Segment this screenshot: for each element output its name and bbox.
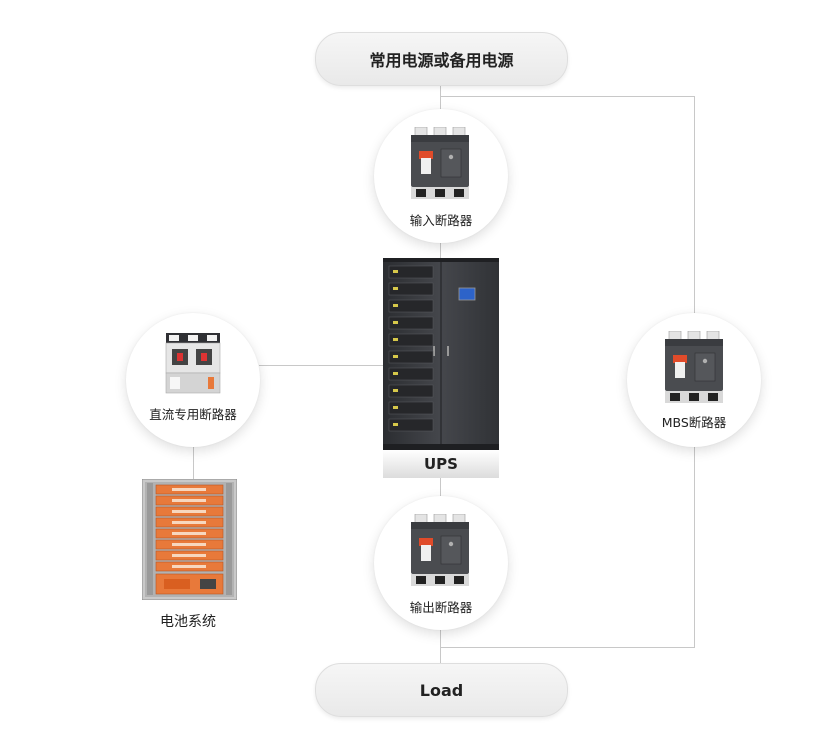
dc-breaker-label: 直流专用断路器 bbox=[149, 407, 237, 422]
output-breaker-label: 输出断路器 bbox=[409, 600, 473, 615]
power-source-node: 常用电源或备用电源 bbox=[315, 32, 568, 86]
output-breaker-node: 输出断路器 bbox=[374, 496, 508, 630]
mbs-breaker-node: MBS断路器 bbox=[627, 313, 761, 447]
connector-dc-to-ups bbox=[259, 365, 383, 366]
load-node: Load bbox=[315, 663, 568, 717]
connector-input-to-ups bbox=[440, 243, 441, 259]
dc-breaker-icon bbox=[165, 333, 221, 394]
load-label: Load bbox=[419, 680, 464, 700]
ups-cabinet-icon bbox=[383, 258, 499, 450]
power-source-label: 常用电源或备用电源 bbox=[369, 51, 514, 70]
battery-system-label: 电池系统 bbox=[160, 614, 216, 630]
ups-label: UPS bbox=[383, 450, 499, 478]
connector-dc-to-battery bbox=[193, 447, 194, 480]
connector-mbs-vertical-top bbox=[694, 96, 695, 314]
circuit-breaker-icon bbox=[411, 127, 469, 199]
dc-breaker-node: 直流专用断路器 bbox=[126, 313, 260, 447]
circuit-breaker-icon bbox=[665, 331, 723, 403]
connector-mbs-to-load-bottom bbox=[440, 647, 695, 648]
circuit-breaker-icon bbox=[411, 514, 469, 586]
connector-mbs-vertical-bottom bbox=[694, 446, 695, 647]
battery-rack-icon bbox=[142, 479, 237, 600]
connector-source-to-mbs-top bbox=[440, 96, 694, 97]
mbs-breaker-label: MBS断路器 bbox=[661, 415, 727, 430]
input-breaker-label: 输入断路器 bbox=[409, 213, 473, 228]
input-breaker-node: 输入断路器 bbox=[374, 109, 508, 243]
connector-ups-to-output bbox=[440, 478, 441, 496]
